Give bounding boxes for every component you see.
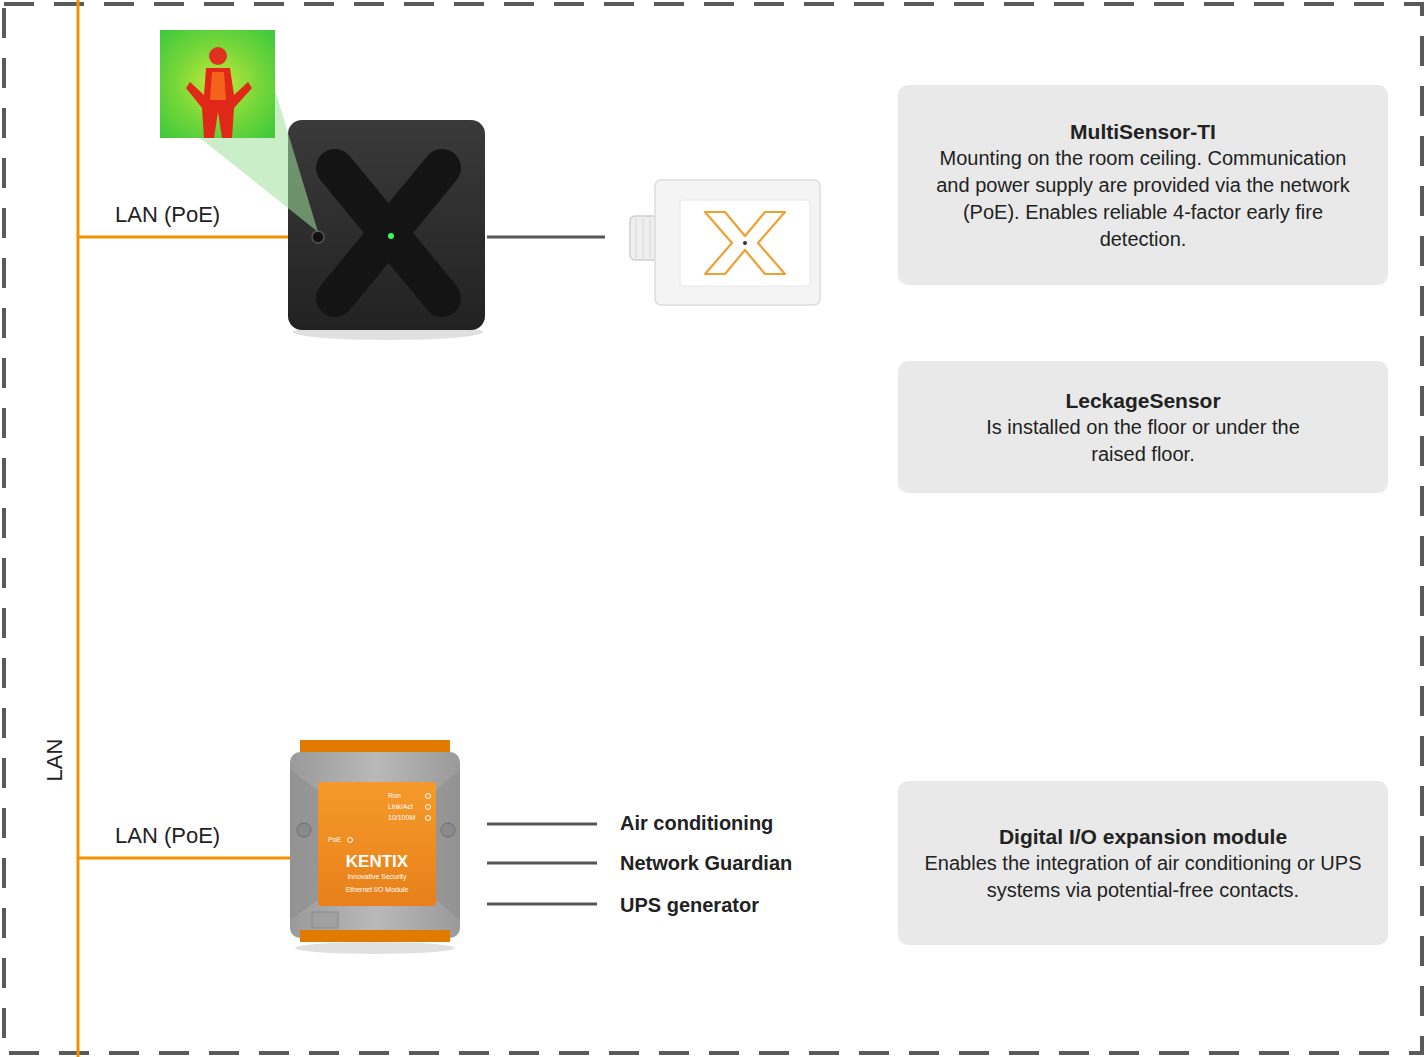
box-body: Enables the integration of air condition… (924, 850, 1362, 904)
box-heading: MultiSensor-TI (1070, 118, 1216, 145)
info-box: Digital I/O expansion moduleEnables the … (898, 781, 1388, 945)
lan-trunk (77, 0, 80, 1057)
network-label: LAN (PoE) (115, 823, 220, 848)
device-marking: PoE (328, 836, 341, 844)
dashed-frame (4, 4, 1422, 1053)
output-wire (487, 823, 597, 826)
lan-branch (78, 236, 292, 239)
output-wire (487, 862, 597, 865)
info-box: LeckageSensorIs installed on the floor o… (898, 361, 1388, 493)
network-label: LAN (42, 739, 67, 782)
box-heading: LeckageSensor (1065, 387, 1220, 414)
box-body: Is installed on the floor or under the r… (973, 414, 1313, 468)
device-marking: 10/100M (388, 814, 415, 822)
info-box: MultiSensor-TIMounting on the room ceili… (898, 85, 1388, 285)
thermal-image (160, 30, 318, 232)
multisensor-device (288, 120, 485, 340)
sensor-cable (487, 236, 605, 239)
leakage-sensor (630, 180, 820, 305)
device-marking: Run (388, 792, 401, 800)
box-body: Mounting on the room ceiling. Communicat… (924, 145, 1362, 253)
output-label: Network Guardian (620, 852, 792, 875)
brand-marking: KENTIX (346, 852, 408, 872)
output-label: Air conditioning (620, 812, 773, 835)
device-marking: Link/Act (388, 803, 413, 811)
output-label: UPS generator (620, 894, 759, 917)
device-marking: Innovative Security (347, 873, 406, 881)
output-wire (487, 903, 597, 906)
device-marking: Ethernet I/O Module (346, 886, 409, 894)
network-label: LAN (PoE) (115, 202, 220, 227)
io-module (290, 740, 460, 954)
lan-branch (78, 857, 305, 860)
box-heading: Digital I/O expansion module (999, 823, 1287, 850)
